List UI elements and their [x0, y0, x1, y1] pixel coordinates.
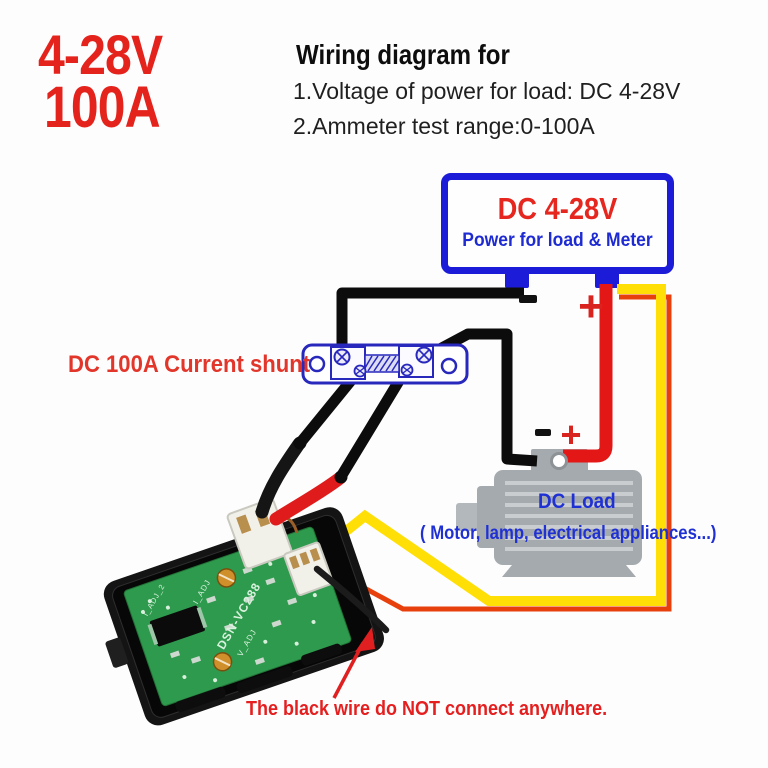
shunt-screws [333, 346, 433, 378]
warning-text: The black wire do NOT connect anywhere. [246, 699, 647, 720]
load-title-text: DC Load [538, 490, 616, 513]
shunt-mounting-hole-left [308, 355, 326, 373]
power-terminal-positive [595, 271, 619, 288]
wire-thick-red-meter [269, 471, 347, 526]
motor-illustration [456, 449, 642, 577]
meter-mount-clip [105, 637, 129, 668]
rating-voltage-text: 4-28V [38, 23, 163, 86]
power-supply-terminals [505, 271, 619, 288]
motor-base [502, 565, 636, 577]
minus-sign-power [519, 295, 537, 303]
rating-voltage: 4-28V [38, 23, 182, 86]
power-supply-box: DC 4-28V Power for load & Meter [441, 173, 674, 274]
motor-shaft [456, 503, 480, 531]
diagram-title: Wiring diagram for [296, 39, 545, 70]
plus-sign-power: + [578, 282, 604, 331]
plus-sign-load: + [560, 414, 581, 455]
current-shunt [301, 343, 469, 385]
shunt-mounting-hole-right [440, 357, 458, 375]
wire-junction-1 [293, 436, 307, 450]
motor-terminal-post [550, 452, 568, 470]
load-subtitle: ( Motor, lamp, electrical appliances...) [420, 524, 757, 544]
motor-end-cap [477, 486, 497, 548]
rating-current-text: 100A [44, 75, 161, 140]
spec-line-voltage: 1.Voltage of power for load: DC 4-28V [293, 78, 681, 104]
wire-black-power-to-shunt [336, 287, 524, 352]
load-subtitle-text: ( Motor, lamp, electrical appliances...) [420, 523, 717, 544]
power-terminal-negative [505, 271, 529, 288]
wire-red-power-to-load [563, 284, 613, 463]
warning-arrowhead [355, 627, 375, 652]
wire-yellow-sense [305, 284, 666, 606]
warning-arrow [332, 627, 375, 699]
meter-connector-voltage [283, 541, 334, 596]
minus-sign-load [535, 429, 551, 436]
motor-cooling-ribs [505, 481, 633, 551]
shunt-label: DC 100A Current shunt [68, 352, 331, 377]
warning-text-label: The black wire do NOT connect anywhere. [246, 698, 608, 720]
spec-line-ammeter: 2.Ammeter test range:0-100A [293, 113, 595, 139]
meter-module: DSN-VC288 I_ADJ I_ADJ_2 V_ADJ [103, 436, 390, 726]
wire-junction-2 [334, 470, 348, 484]
wire-black-shunt-to-meter-2 [336, 365, 411, 481]
power-supply-subtitle: Power for load & Meter [462, 230, 653, 251]
pcb-components [140, 551, 343, 713]
power-supply-title: DC 4-28V [497, 191, 618, 226]
load-title: DC Load [538, 490, 624, 513]
wire-black-unconnected [313, 565, 390, 634]
shunt-label-text: DC 100A Current shunt [68, 351, 311, 378]
shunt-resistive-element [364, 354, 400, 373]
rating-current: 100A [44, 75, 179, 140]
wire-thick-black-meter [255, 437, 306, 519]
wire-black-shunt-to-load [422, 328, 538, 467]
wire-thin-red-sense [322, 294, 672, 612]
diagram-title-text: Wiring diagram for [296, 39, 510, 70]
